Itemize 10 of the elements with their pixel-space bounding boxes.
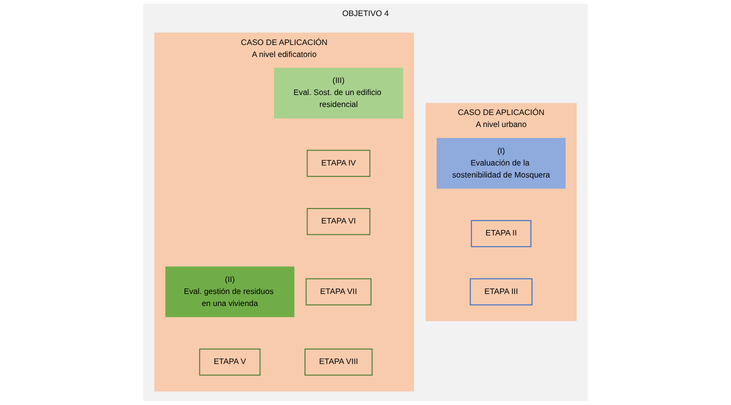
node-box: ETAPA VII [306,278,372,306]
node-box: ETAPA VI [306,208,370,236]
node-box: ETAPA IV [306,150,370,177]
node-box: (I) Evaluación de la sostenibilidad de Mosquera [436,138,566,189]
node-box: (II) Eval. gestión de residuos en una vivienda [165,266,294,318]
node-box: (III) Eval. Sost. de un edificio residencial [274,68,404,118]
node-box: ETAPA VIII [304,348,373,376]
node-box: ETAPA III [470,278,533,306]
node-box: ETAPA V [199,348,261,376]
node-box: ETAPA II [470,220,532,248]
